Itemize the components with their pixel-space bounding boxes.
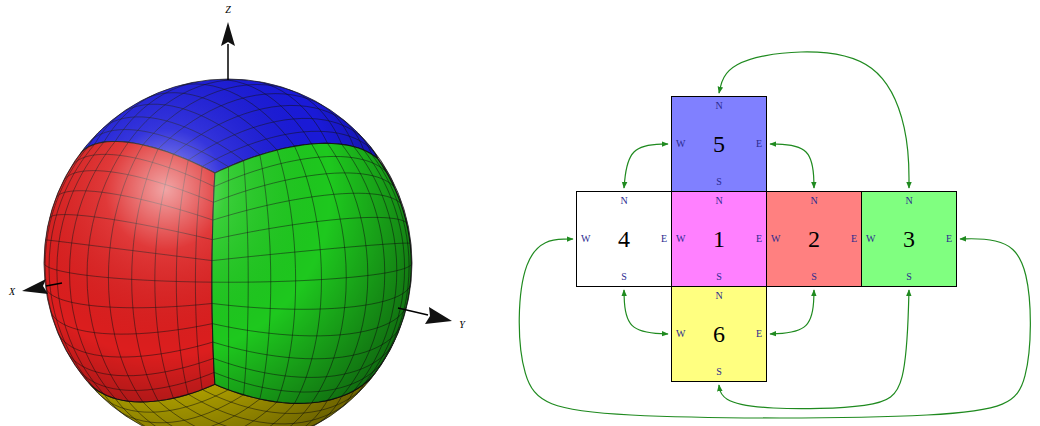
face-number: 3 [903, 227, 915, 251]
edge-direction-label: N [715, 196, 722, 206]
edge-direction-label: S [716, 367, 722, 377]
edge-direction-label: E [851, 234, 857, 244]
edge-direction-label: W [771, 234, 780, 244]
sphere-faces [42, 77, 412, 426]
face-number: 2 [808, 227, 820, 251]
cube-face: N W 5 E S [671, 96, 767, 192]
edge-direction-label: S [716, 177, 722, 187]
cube-face: N W 3 E S [861, 191, 957, 287]
edge-direction-label: E [756, 329, 762, 339]
y-axis [398, 308, 428, 315]
edge-direction-label: N [810, 196, 817, 206]
edge-direction-label: E [946, 234, 952, 244]
face-number: 1 [713, 227, 725, 251]
edge-direction-label: W [581, 234, 590, 244]
y-arrowhead [425, 307, 452, 324]
edge-direction-label: E [756, 139, 762, 149]
edge-link-arrow [770, 290, 814, 334]
cube-face: N W 4 E S [576, 191, 672, 287]
edge-direction-label: S [621, 272, 627, 282]
edge-direction-label: S [716, 272, 722, 282]
axis-label: X [9, 287, 15, 297]
cube-face: N W 6 E S [671, 286, 767, 382]
edge-direction-label: W [676, 329, 685, 339]
face-number: 4 [618, 227, 630, 251]
cube-face: N W 1 E S [671, 191, 767, 287]
face-number: 5 [713, 132, 725, 156]
edge-direction-label: E [661, 234, 667, 244]
edge-direction-label: E [756, 234, 762, 244]
edge-direction-label: N [715, 291, 722, 301]
cube-face: N W 2 E S [766, 191, 862, 287]
x-arrowhead [22, 279, 48, 294]
edge-direction-label: S [906, 272, 912, 282]
face-number: 6 [713, 322, 725, 346]
x-axis [46, 283, 62, 286]
edge-direction-label: W [676, 234, 685, 244]
z-axis [227, 44, 229, 80]
sphere-outline [44, 79, 412, 426]
edge-direction-label: N [620, 196, 627, 206]
edge-direction-label: N [905, 196, 912, 206]
edge-direction-label: S [811, 272, 817, 282]
sphere-shading [44, 79, 412, 426]
edge-direction-label: W [866, 234, 875, 244]
edge-direction-label: W [676, 139, 685, 149]
edge-link-arrow [624, 290, 668, 334]
edge-link-arrow [624, 144, 668, 188]
axis-label: Z [225, 5, 231, 15]
edge-link-arrow [770, 144, 814, 188]
z-arrowhead [221, 22, 235, 46]
edge-direction-label: N [715, 101, 722, 111]
axis-label: Y [459, 320, 465, 330]
